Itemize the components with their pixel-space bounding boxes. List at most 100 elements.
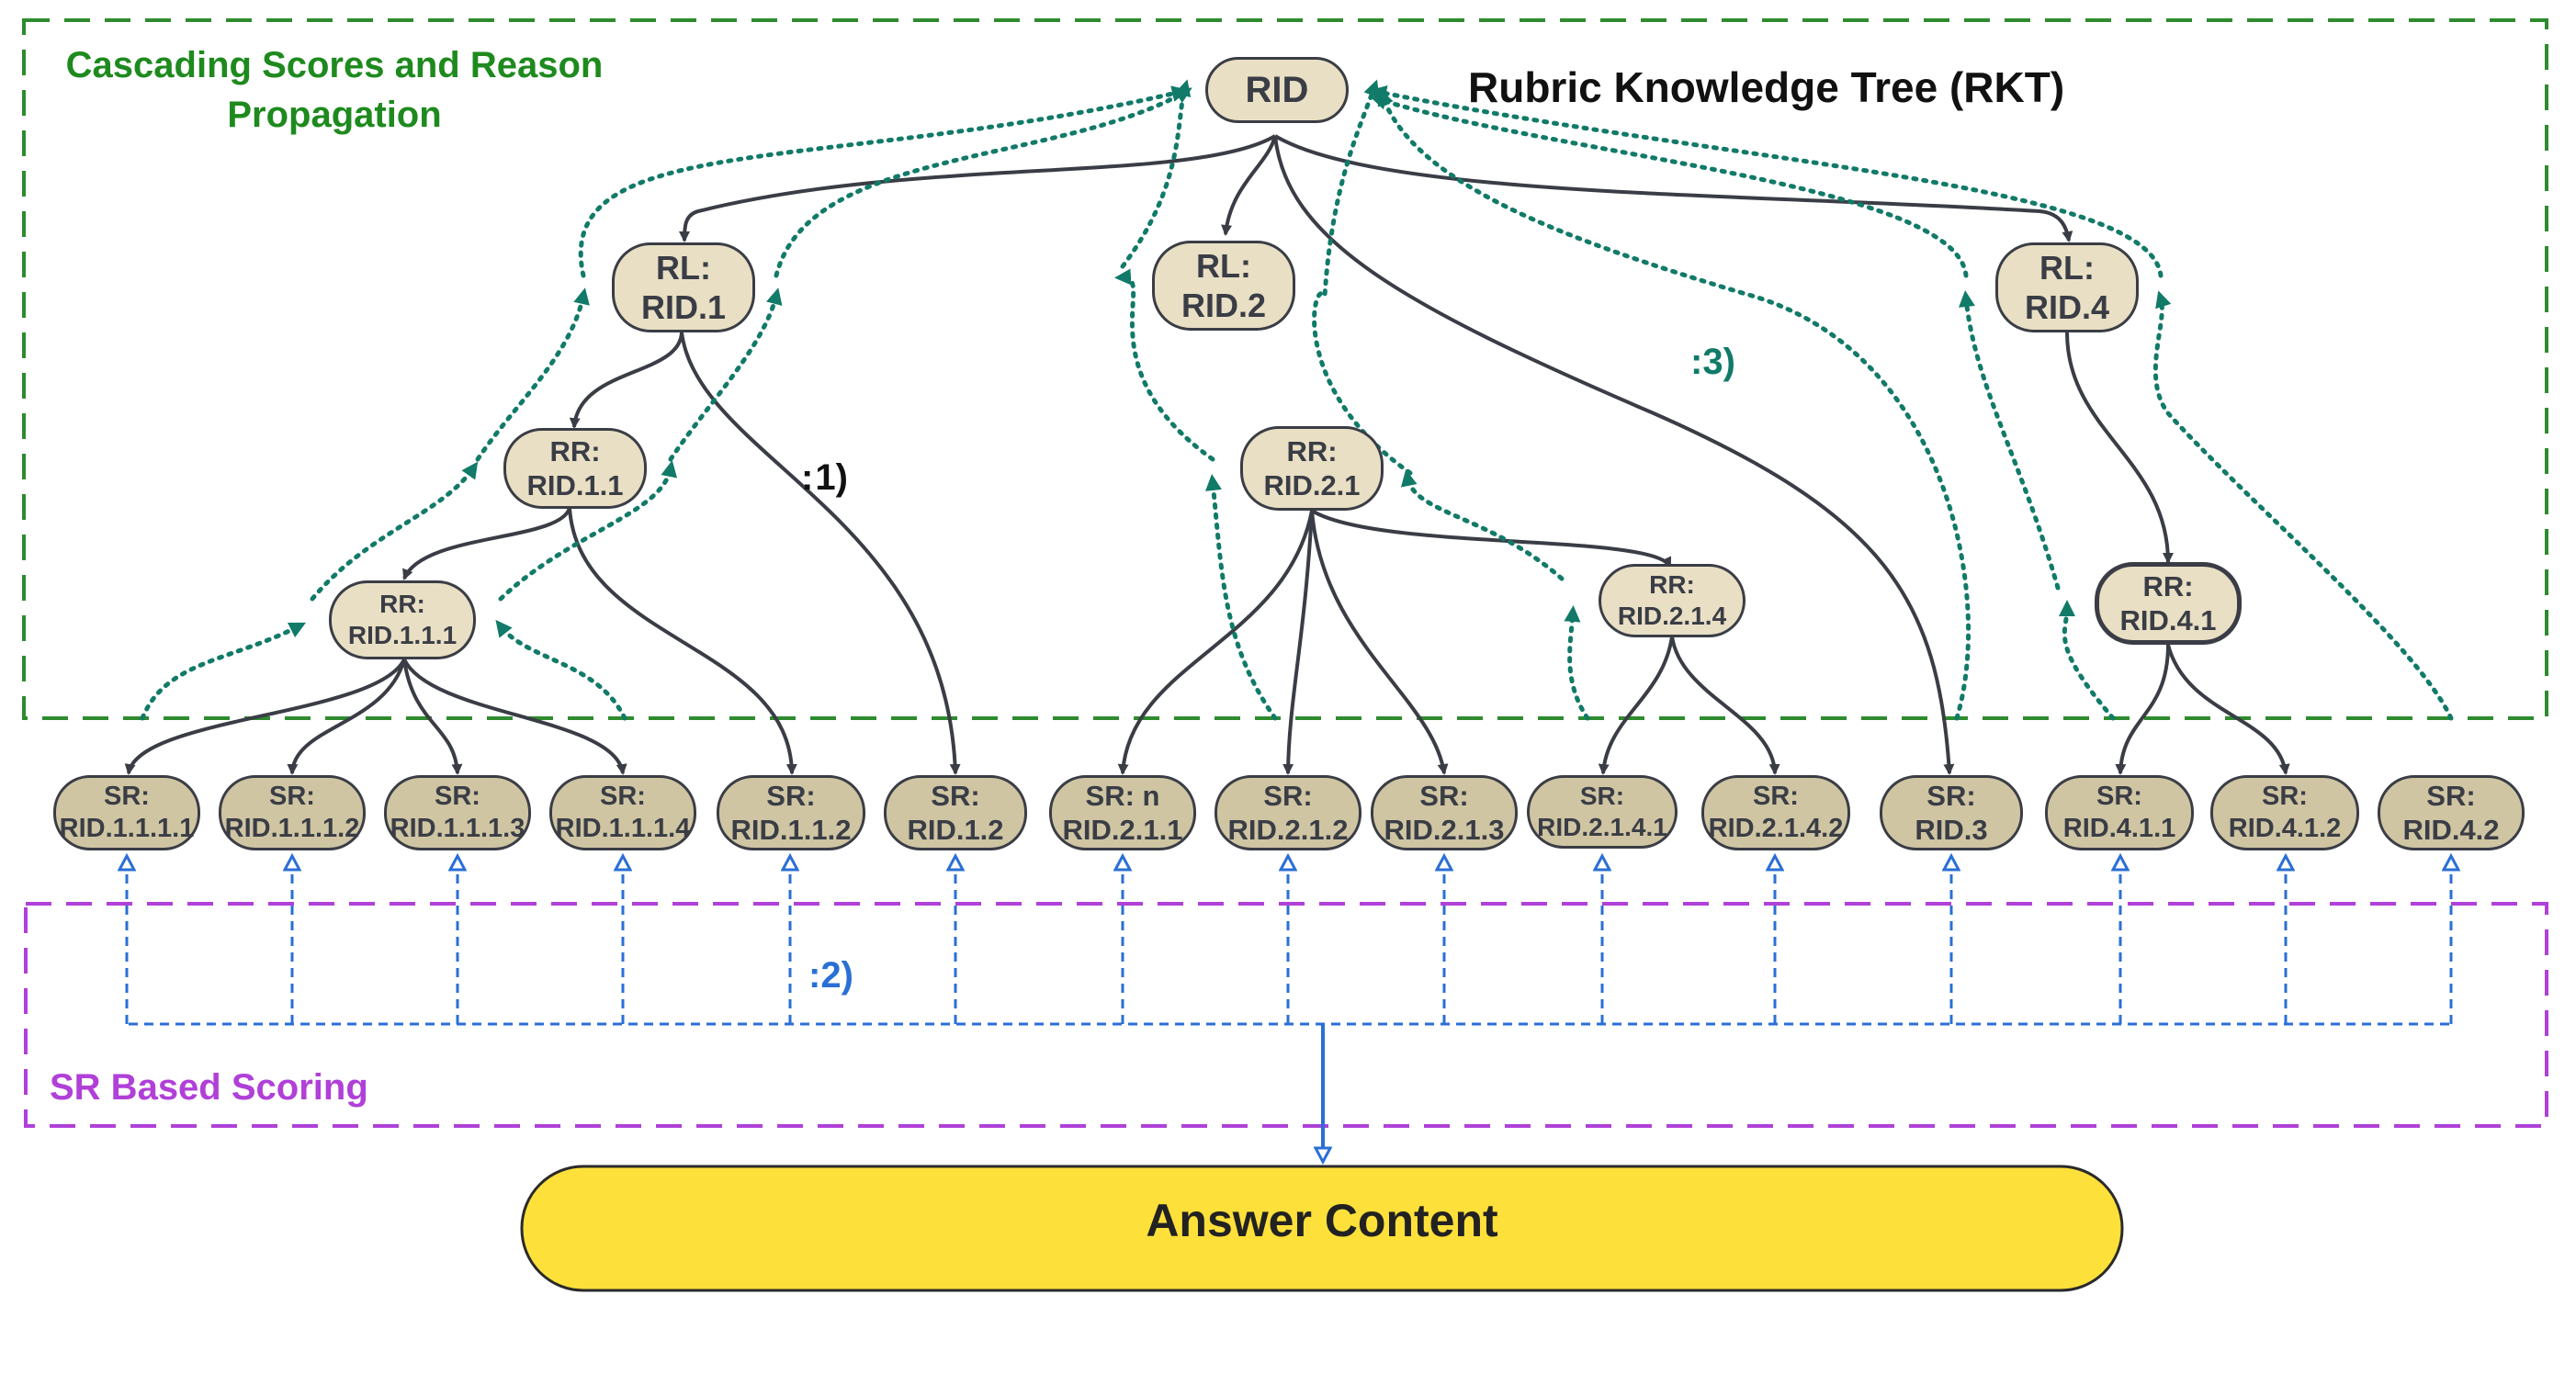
node-sr1112-line2: RID.1.1.1.2	[224, 814, 360, 843]
step-1-marker: :1)	[801, 457, 848, 498]
node-rl1-line1: RL:	[656, 248, 711, 287]
node-rr11: RR: RID.1.1	[503, 428, 647, 509]
node-rr214-line2: RID.2.1.4	[1617, 602, 1727, 630]
prop-rr111b-rr11	[498, 460, 678, 602]
node-sr213-line1: SR:	[1419, 779, 1469, 812]
node-sr1114: SR: RID.1.1.1.4	[549, 775, 696, 850]
prop-sr1111-rr111	[140, 622, 307, 721]
node-sr1113-line1: SR:	[435, 782, 480, 812]
node-rr11-line1: RR:	[549, 434, 601, 467]
edge-rr111-sr1113	[402, 659, 463, 775]
cascading-label-line1: Cascading Scores and Reason	[65, 45, 604, 85]
edge-rl1-rr11	[569, 332, 684, 429]
step-3-marker: :3)	[1690, 342, 1735, 382]
node-rl1: RL: RID.1	[612, 242, 755, 332]
edge-rr11-sr112	[568, 507, 797, 775]
answer-content-label: Answer Content	[1146, 1195, 1498, 1246]
node-sr12-line1: SR:	[931, 779, 980, 812]
node-sr3-line1: SR:	[1926, 779, 1976, 812]
answer-content-box	[520, 1165, 2124, 1292]
node-sr1111: SR: RID.1.1.1.1	[53, 775, 200, 850]
node-sr212-line2: RID.2.1.2	[1227, 814, 1349, 846]
node-sr42-line2: RID.4.2	[2402, 814, 2500, 846]
edge-rr111-sr1111	[124, 659, 406, 775]
edge-rr21-sr213	[1310, 510, 1449, 775]
node-sr211-line1: SR: n	[1085, 779, 1160, 812]
node-rl4: RL: RID.4	[1995, 242, 2139, 332]
node-sr411: SR: RID.4.1.1	[2045, 775, 2194, 850]
cascading-label: Cascading Scores and Reason Propagation	[40, 40, 628, 140]
cascading-region-border	[22, 18, 2548, 720]
node-sr213-line2: RID.2.1.3	[1384, 814, 1505, 846]
node-sr412-line2: RID.4.1.2	[2228, 814, 2342, 843]
node-rr21-line1: RR:	[1286, 434, 1338, 467]
node-sr2142-line1: SR:	[1753, 782, 1799, 812]
node-sr211-line2: RID.2.1.1	[1062, 814, 1183, 846]
prop-rl4-rid	[1370, 94, 1969, 278]
node-rl4-line2: RID.4	[2024, 288, 2110, 326]
node-sr1111-line1: SR:	[104, 782, 150, 812]
edge-rid-rl1	[679, 134, 1277, 242]
edge-rid-rl2	[1221, 135, 1277, 236]
node-sr12-line2: RID.1.2	[907, 814, 1004, 846]
prop-rr11-rl1	[475, 287, 590, 462]
edge-rl1-sr12	[680, 332, 961, 775]
edge-rr11-rr111	[402, 507, 571, 580]
node-sr1113-line2: RID.1.1.1.3	[390, 814, 525, 843]
node-sr1112: SR: RID.1.1.1.2	[219, 775, 366, 850]
node-sr411-line1: SR:	[2096, 782, 2142, 812]
prop-rl2-rid	[1120, 79, 1192, 269]
prop-rr21-rl2	[1114, 268, 1215, 462]
node-sr42: SR: RID.4.2	[2378, 775, 2525, 850]
node-rl2-line1: RL:	[1196, 246, 1251, 285]
node-sr412-line1: SR:	[2262, 782, 2308, 812]
edge-rr21-sr212	[1282, 510, 1314, 775]
node-rr111: RR: RID.1.1.1	[329, 580, 476, 659]
edge-rr111-sr1114	[402, 659, 627, 775]
step-3-number: 3	[1702, 342, 1723, 382]
edge-rid-sr3	[1273, 135, 1955, 775]
node-sr112-line1: SR:	[766, 779, 816, 812]
step-2-marker: :2)	[808, 955, 853, 996]
node-sr1114-line1: SR:	[600, 782, 646, 812]
node-sr411-line2: RID.4.1.1	[2062, 814, 2176, 843]
node-sr112-line2: RID.1.1.2	[730, 814, 852, 846]
node-sr212-line1: SR:	[1263, 779, 1313, 812]
node-sr1113: SR: RID.1.1.1.3	[384, 775, 531, 850]
node-rr11-line2: RID.1.1	[526, 469, 624, 501]
node-sr1114-line2: RID.1.1.1.4	[555, 814, 691, 843]
node-rid-line1: RID	[1245, 70, 1309, 110]
prop-sr3-rid	[1377, 88, 1972, 721]
node-rr214-line1: RR:	[1649, 570, 1695, 600]
node-sr2141-line2: RID.2.1.4.1	[1537, 813, 1667, 841]
node-sr12: SR: RID.1.2	[884, 775, 1027, 850]
prop-rr41-rl4	[1958, 290, 2061, 591]
prop-rr214-rr21	[1400, 469, 1565, 581]
node-rr21: RR: RID.2.1	[1240, 426, 1384, 511]
node-sr2141: SR: RID.2.1.4.1	[1527, 775, 1678, 849]
edge-rr111-sr1112	[287, 659, 406, 775]
edge-rr41-sr411	[2115, 644, 2170, 775]
edge-rr41-sr412	[2166, 644, 2290, 775]
node-sr212: SR: RID.2.1.2	[1215, 775, 1361, 850]
node-rr41-line1: RR:	[2142, 569, 2194, 602]
node-sr3-line2: RID.3	[1915, 814, 1988, 846]
prop-sr1114-rr111	[495, 619, 627, 721]
node-sr2142: SR: RID.2.1.4.2	[1701, 775, 1850, 850]
diagram-title: Rubric Knowledge Tree (RKT)	[1468, 63, 2065, 111]
node-sr1111-line2: RID.1.1.1.1	[59, 814, 195, 843]
node-rl2: RL: RID.2	[1152, 241, 1295, 331]
node-rr111-line2: RID.1.1.1	[347, 621, 458, 649]
edge-rid-rl4	[1273, 134, 2073, 242]
edge-rr21-rr214	[1310, 509, 1672, 569]
prop-rl1-rid	[578, 85, 1189, 278]
node-rid: RID	[1205, 57, 1349, 123]
prop-sr42-rl4	[2152, 290, 2454, 721]
node-rr111-line1: RR:	[379, 590, 425, 619]
node-rl2-line2: RID.2	[1181, 287, 1267, 324]
sr-scoring-label: SR Based Scoring	[50, 1067, 368, 1108]
prop-sr212-rr21	[1204, 474, 1278, 721]
prop-sr411-rr41	[2058, 600, 2116, 721]
node-sr1112-line1: SR:	[269, 782, 315, 812]
node-sr2142-line2: RID.2.1.4.2	[1708, 814, 1844, 843]
